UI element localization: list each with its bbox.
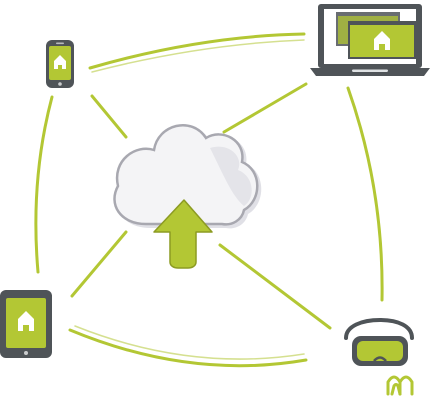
spoke-phone [90, 94, 128, 139]
curve-laptop-vr [346, 86, 384, 302]
vr-headset-icon [344, 317, 414, 366]
upload-arrow-icon [153, 199, 213, 269]
curve-phone-laptop [88, 32, 306, 70]
laptop-icon [310, 4, 430, 76]
connection-curves [34, 32, 384, 368]
home-icon [54, 55, 66, 69]
spoke-tablet [70, 230, 128, 298]
spoke-lines [70, 82, 332, 330]
spoke-laptop [222, 82, 308, 134]
window-front [348, 21, 416, 59]
brand-logo-icon [386, 375, 414, 396]
spoke-vr [218, 243, 332, 330]
curve-tablet-vr-inner [74, 325, 305, 360]
home-icon [374, 31, 390, 50]
curve-phone-tablet [34, 95, 54, 274]
tablet-icon [0, 290, 52, 358]
cloud-upload-icon [113, 123, 262, 269]
curve-phone-laptop-inner [91, 39, 305, 73]
smartphone-icon [46, 40, 74, 88]
home-icon [18, 311, 34, 331]
cloud-highlight [210, 146, 252, 206]
curve-tablet-vr [68, 328, 308, 368]
